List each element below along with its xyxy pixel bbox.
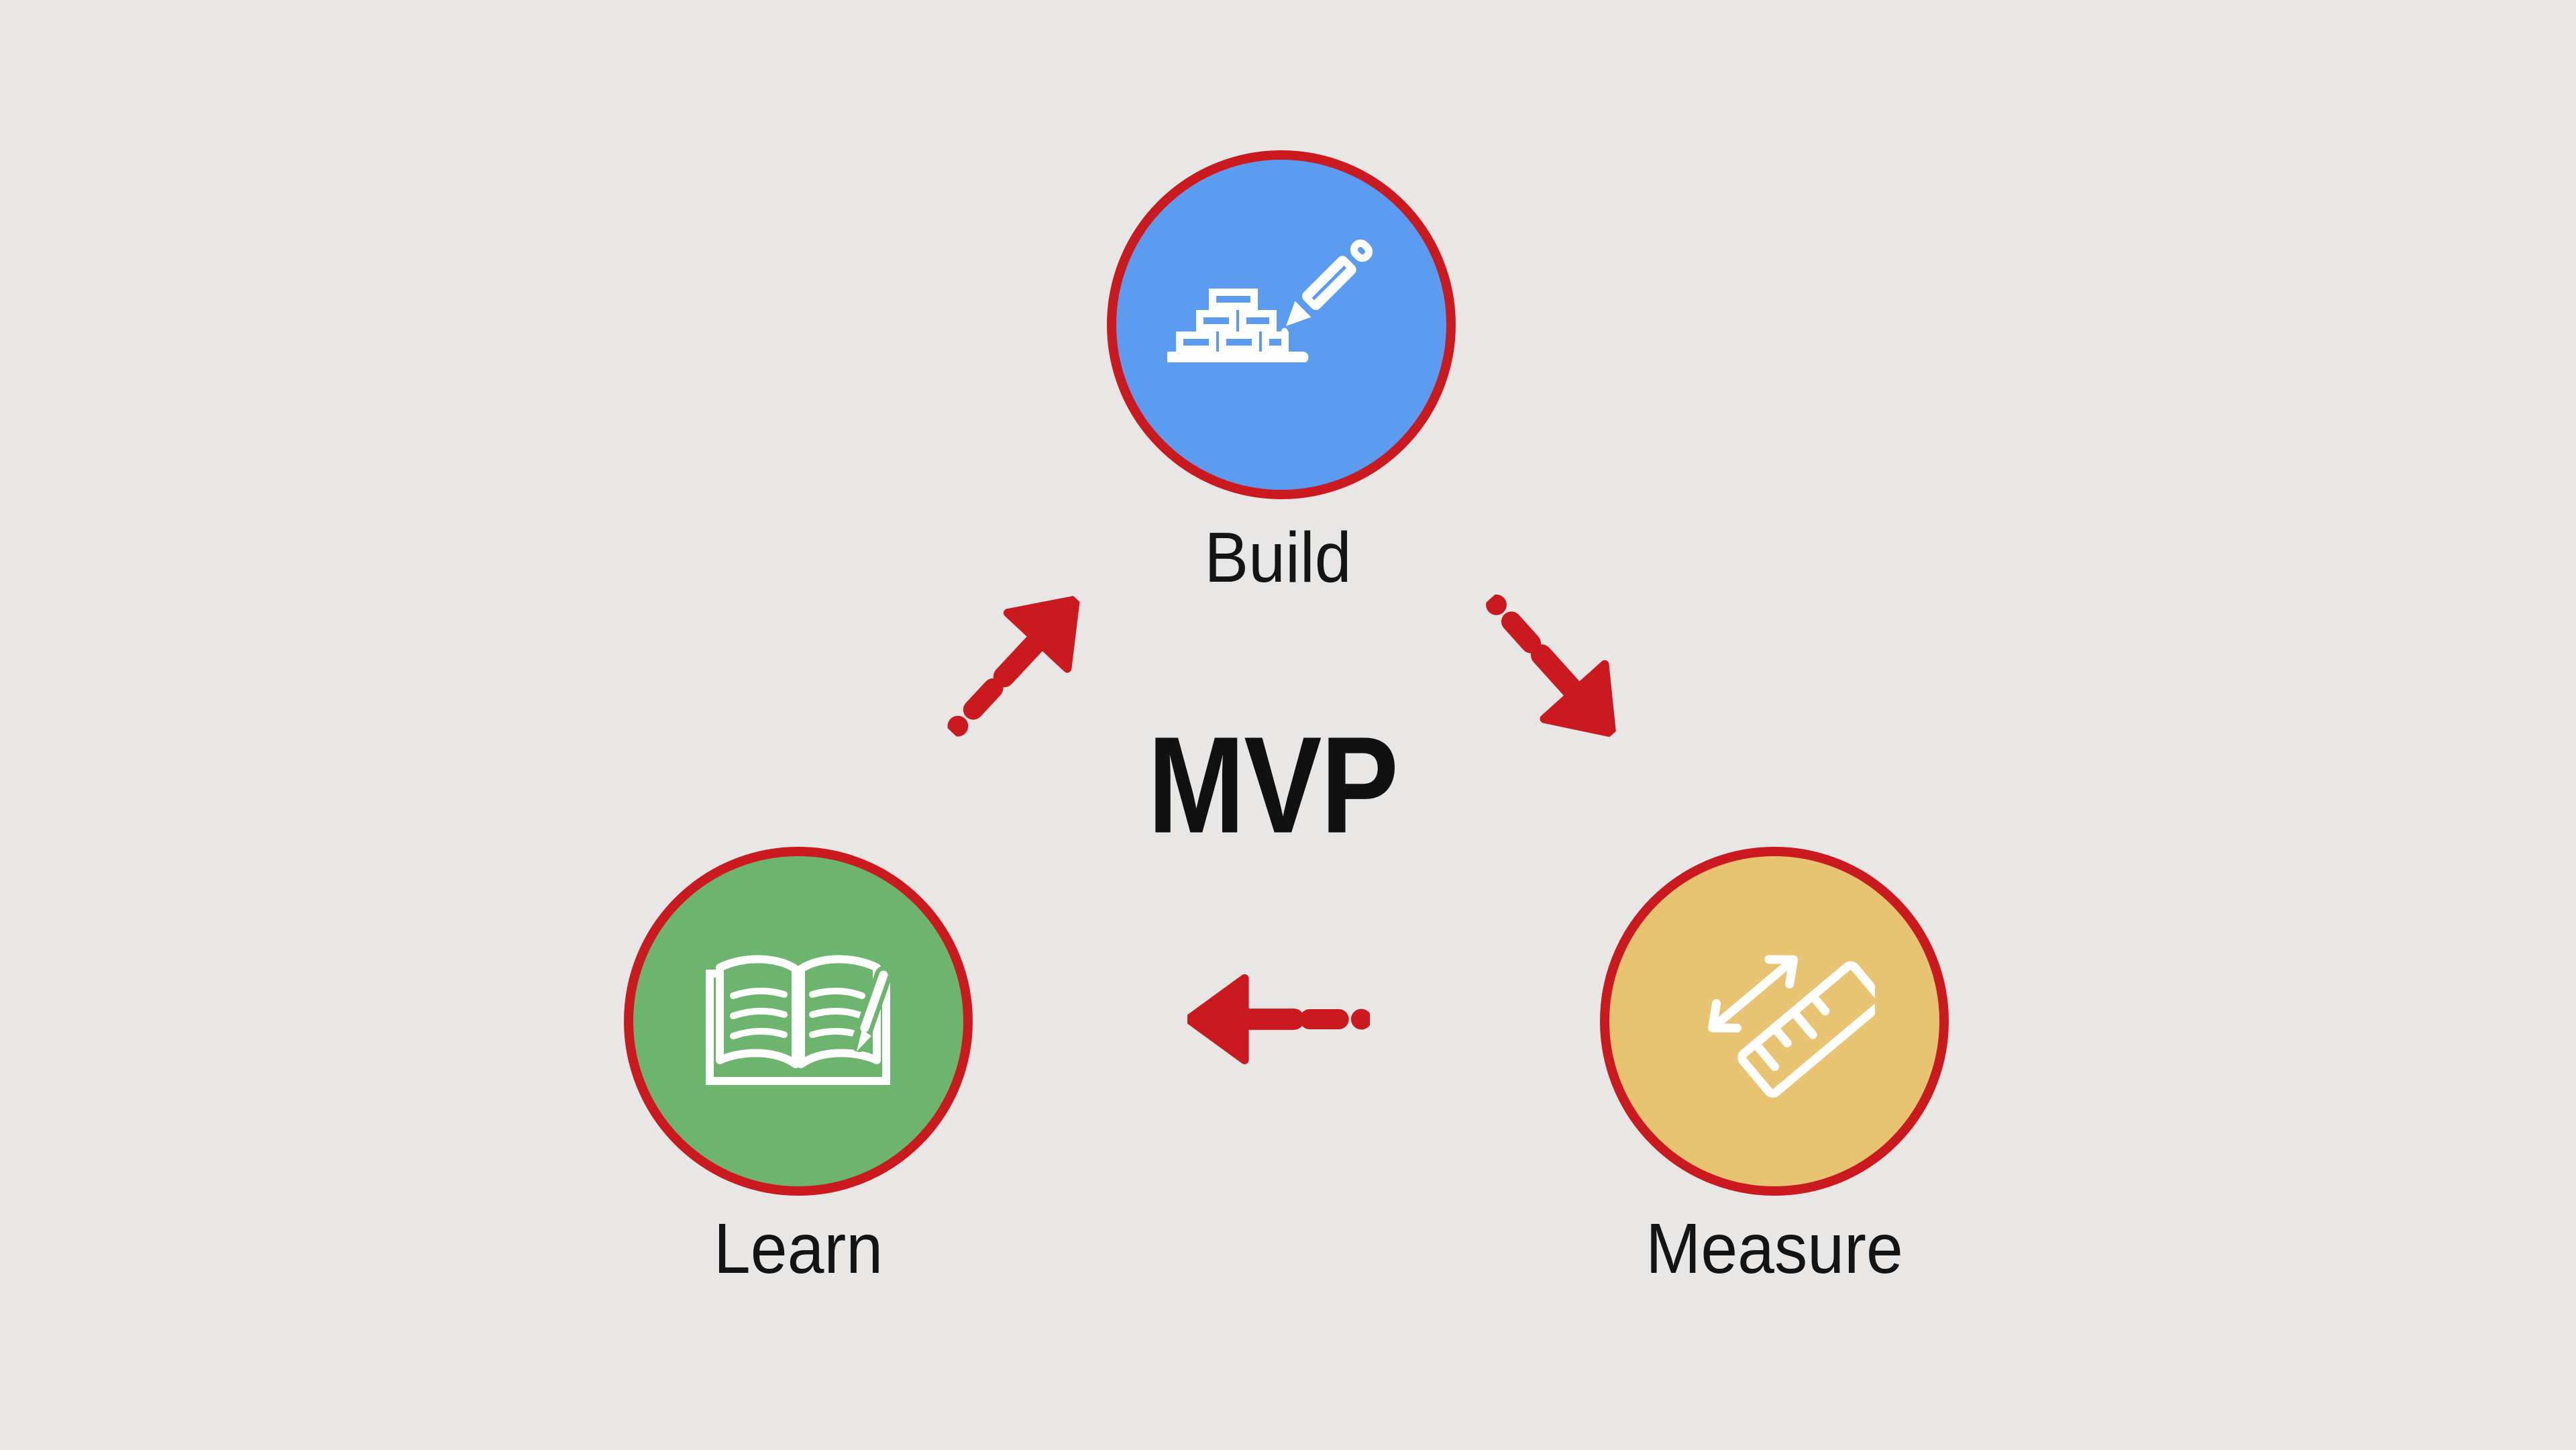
measure-label: Measure xyxy=(1646,1209,1903,1288)
ruler-icon xyxy=(1708,955,1875,1098)
build-label: Build xyxy=(1204,518,1352,597)
build-circle xyxy=(1107,150,1456,499)
arrow-build-to-measure xyxy=(1486,594,1617,738)
mvp-title: MVP xyxy=(1147,708,1399,862)
arrow-measure-to-learn xyxy=(1187,974,1370,1065)
arrow-learn-to-build xyxy=(947,595,1080,737)
bricks-and-pencil-icon xyxy=(1167,239,1373,362)
measure-circle xyxy=(1600,847,1949,1196)
learn-circle xyxy=(624,847,973,1196)
learn-label: Learn xyxy=(713,1209,883,1288)
open-book-icon xyxy=(706,955,892,1085)
